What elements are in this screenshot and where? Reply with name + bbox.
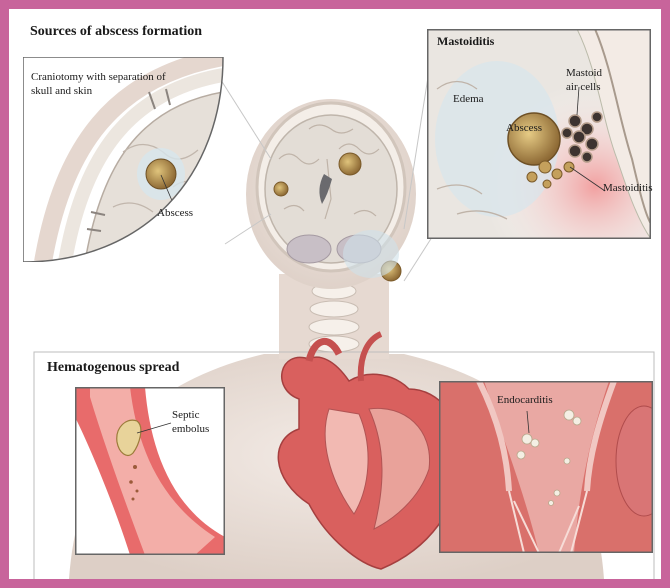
- cerebellum: [287, 235, 331, 263]
- craniotomy-caption: Craniotomy with separation of skull and …: [31, 70, 181, 98]
- brain-abscess: [339, 153, 361, 175]
- endocarditis-label: Endocarditis: [497, 393, 553, 407]
- mastoiditis-title: Mastoiditis: [437, 34, 494, 49]
- edema-region: [343, 230, 399, 278]
- mastoid-abscess-label: Abscess: [506, 121, 542, 135]
- sources-title: Sources of abscess formation: [30, 24, 202, 40]
- edema-label: Edema: [453, 92, 484, 106]
- brain-abscess: [274, 182, 288, 196]
- mastoiditis-label: Mastoiditis: [603, 181, 653, 195]
- septic-embolus-label: Septic embolus: [172, 408, 222, 436]
- hematogenous-title: Hematogenous spread: [47, 360, 179, 376]
- craniotomy-abscess-label: Abscess: [157, 206, 193, 220]
- mastoid-air-cells-label: Mastoid air cells: [566, 66, 616, 94]
